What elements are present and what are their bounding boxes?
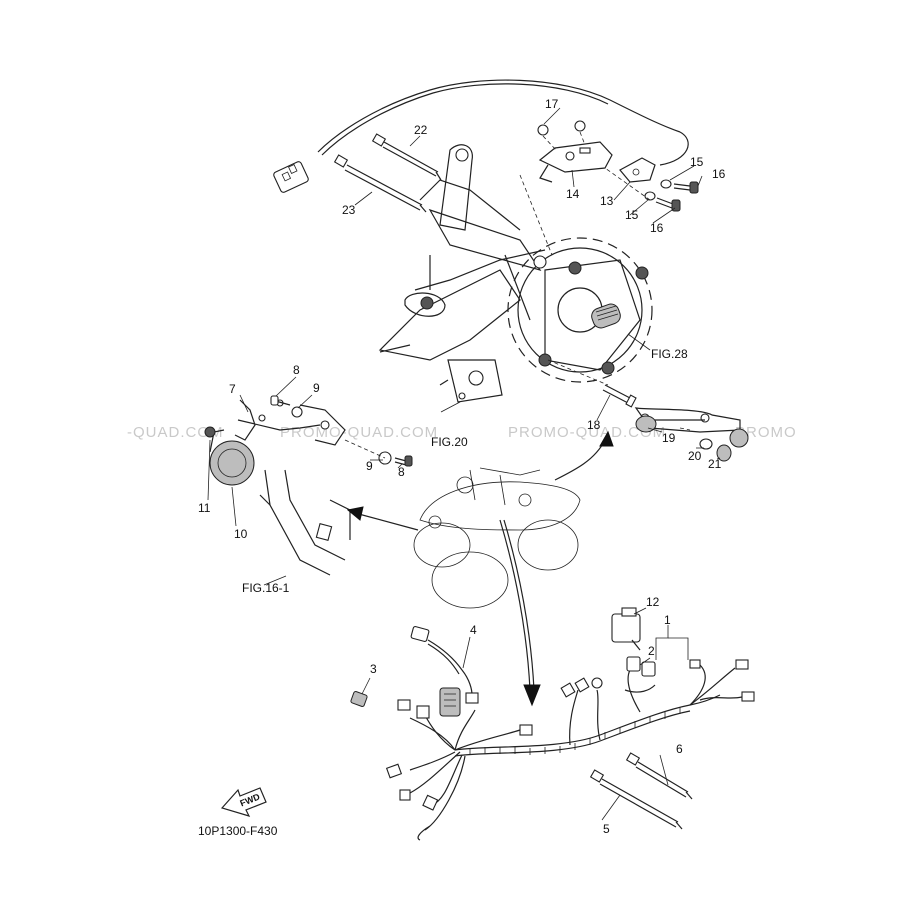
relay-12 [611, 613, 641, 643]
label-part-22: 22 [414, 123, 428, 137]
label-part-2: 2 [648, 644, 655, 658]
sensor-cable [273, 79, 689, 193]
atv-silhouette [413, 467, 581, 609]
coupler-2 [626, 656, 641, 672]
label-part-17: 17 [545, 97, 559, 111]
bolt-18 [547, 359, 637, 408]
sprocket [507, 174, 653, 383]
chain-guide-hardware [634, 407, 749, 462]
horn-assembly [204, 395, 413, 576]
label-part-13: 13 [600, 194, 614, 208]
label-part-7: 7 [229, 382, 236, 396]
nut-21 [716, 444, 732, 462]
fig16-ref: FIG.16-1 [242, 581, 290, 595]
label-part-12: 12 [646, 595, 660, 609]
cable-tie-6 [625, 752, 693, 800]
label-part-20: 20 [688, 449, 702, 463]
cable-connector [273, 161, 309, 193]
label-part-10: 10 [234, 527, 248, 541]
label-part-14: 14 [566, 187, 580, 201]
bolt-11 [204, 426, 216, 438]
washer-20 [699, 438, 713, 450]
label-part-3: 3 [370, 662, 377, 676]
sprocket-grille [591, 303, 621, 329]
watermark-2: PROMO-QUAD.COM [280, 424, 438, 441]
leader-lines [207, 107, 721, 821]
label-part-11: 11 [198, 501, 211, 515]
label-part-21: 21 [708, 457, 722, 471]
fig28-ref: FIG.28 [651, 347, 688, 361]
label-part-15a: 15 [690, 155, 704, 169]
wire-harness [385, 607, 755, 841]
label-part-15b: 15 [625, 208, 639, 222]
label-part-1: 1 [664, 613, 671, 627]
watermark-3: PROMO-QUAD.COM [508, 424, 666, 441]
cable-tie-5 [589, 769, 683, 830]
label-part-5: 5 [603, 822, 610, 836]
watermark-band: -QUAD.COM PROMO-QUAD.COM PROMO-QUAD.COM … [127, 424, 797, 441]
fwd-label: FWD [238, 791, 261, 808]
label-part-18: 18 [587, 418, 601, 432]
sensor-bracket [537, 120, 656, 183]
watermark-1: -QUAD.COM [127, 424, 224, 441]
label-part-4: 4 [470, 623, 477, 637]
fig20-ref: FIG.20 [431, 435, 468, 449]
fwd-arrow: FWD [220, 787, 267, 817]
label-part-8a: 8 [293, 363, 300, 377]
location-arrows [346, 430, 614, 707]
label-part-16a: 16 [712, 167, 726, 181]
label-part-9b: 9 [366, 459, 373, 473]
figure-references: FIG.28 FIG.20 FIG.16-1 [242, 347, 688, 595]
label-part-9a: 9 [313, 381, 320, 395]
label-part-23: 23 [342, 203, 356, 217]
swingarm-assembly [378, 144, 546, 403]
part-number-labels: 1 2 3 4 5 6 7 8 8 9 9 10 11 12 13 14 15 … [198, 97, 726, 836]
label-part-19: 19 [662, 431, 676, 445]
sub-harness-4 [410, 626, 479, 717]
cable-tie-22 [371, 133, 442, 181]
label-part-16b: 16 [650, 221, 664, 235]
horn-10 [209, 440, 255, 486]
part-3-clip [350, 691, 368, 707]
watermark-4: PROMO [735, 424, 797, 441]
label-part-8b: 8 [398, 465, 405, 479]
cable-tie-23 [333, 154, 427, 213]
fig20-bracket [447, 359, 503, 403]
document-code: 10P1300-F430 [198, 824, 278, 838]
label-part-6: 6 [676, 742, 683, 756]
washer-bolt-set [604, 167, 699, 212]
nut-19 [635, 415, 657, 433]
